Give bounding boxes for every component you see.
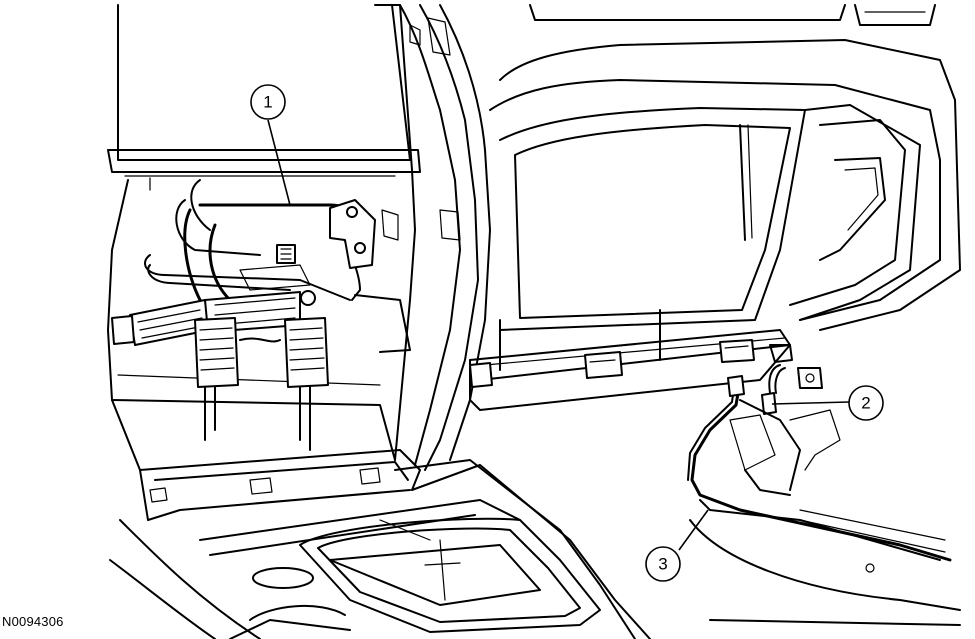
- callout-2: 2: [848, 385, 884, 421]
- display-screen: [107, 4, 421, 177]
- harness-connector-small: [276, 244, 296, 264]
- instrument-panel: [489, 4, 961, 331]
- callout-1-label: 1: [263, 93, 272, 112]
- mounting-bracket: [329, 199, 376, 269]
- callout-leader-3: [678, 509, 709, 551]
- hanging-connectors: [194, 317, 329, 451]
- connector-bracket: [769, 344, 823, 389]
- electronic-module-strip: [111, 290, 316, 346]
- callout-2-label: 2: [861, 394, 870, 413]
- callout-1: 1: [250, 84, 286, 120]
- antenna-cable-assembly: [687, 364, 952, 562]
- lower-dash-trim: [469, 309, 791, 411]
- console-right-side: [689, 399, 961, 626]
- callout-3-label: 3: [658, 555, 667, 574]
- console-cavity: [107, 177, 396, 461]
- console-sides: [379, 459, 651, 639]
- console-lower-body: [109, 399, 521, 639]
- glove-box-opening: [499, 104, 921, 331]
- callout-leader-2: [771, 401, 850, 405]
- figure-reference-id: N0094306: [2, 614, 64, 629]
- cup-holder-opening: [229, 517, 601, 639]
- console-side-pillar: [354, 4, 491, 471]
- callout-leader-1: [267, 119, 291, 206]
- callout-3: 3: [645, 546, 681, 582]
